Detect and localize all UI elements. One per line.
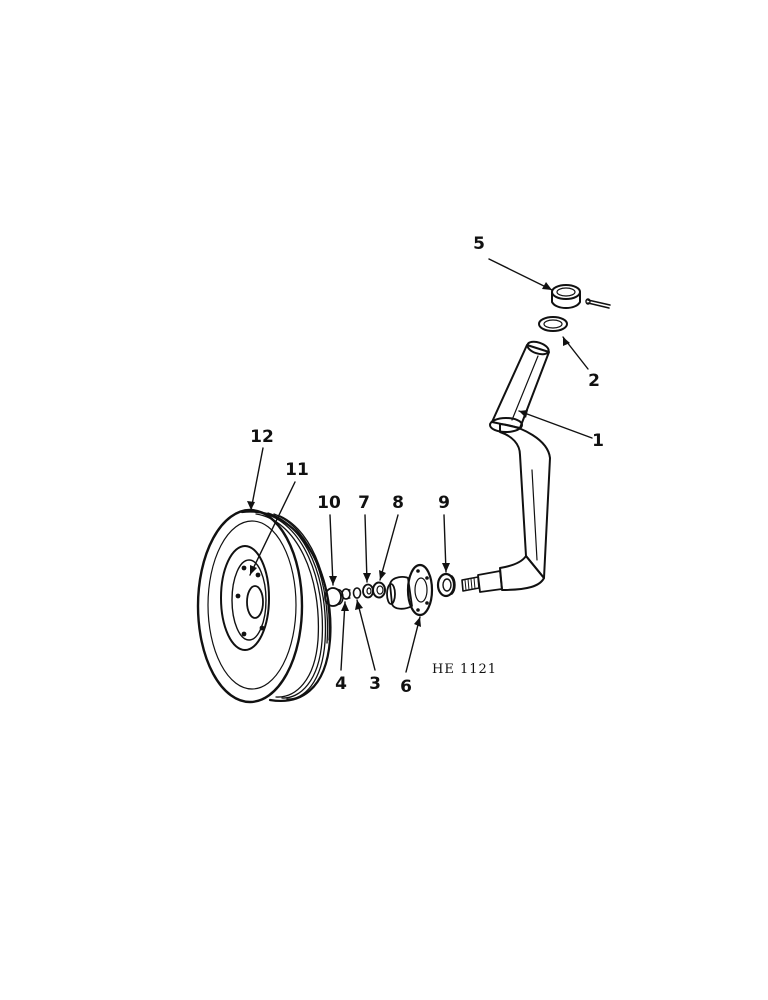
tire-tread — [255, 512, 330, 700]
wheel-center-hole — [246, 585, 264, 619]
callout-4: 4 — [335, 674, 347, 694]
bearing-cone-outer — [362, 583, 374, 599]
washer — [352, 587, 362, 599]
callout-2: 2 — [588, 371, 600, 391]
callout-5: 5 — [473, 234, 485, 254]
leader-arrowheads — [247, 282, 570, 627]
roll-pin — [585, 298, 611, 309]
callout-labels: 5 2 1 12 11 10 7 8 9 4 3 6 — [250, 234, 604, 697]
spindle-arm — [461, 340, 551, 593]
callout-11: 11 — [285, 460, 309, 480]
hub-flange — [406, 563, 434, 617]
callout-1: 1 — [592, 431, 604, 451]
seal — [436, 572, 456, 598]
wheel-bolt-holes — [235, 565, 265, 637]
locking-collar — [551, 284, 581, 309]
nut — [341, 588, 351, 600]
callout-9: 9 — [438, 493, 450, 513]
callout-7: 7 — [358, 493, 370, 513]
pivot-shaft — [491, 344, 550, 429]
callout-3: 3 — [369, 674, 381, 694]
bearing-cup-outer — [372, 581, 386, 599]
wheel-hub — [386, 563, 434, 617]
callout-6: 6 — [400, 677, 412, 697]
tire-inner-sidewall — [207, 520, 297, 690]
callout-12: 12 — [250, 427, 274, 447]
tire-back-edge — [240, 510, 332, 702]
thrust-washer — [538, 316, 568, 332]
tire-and-wheel — [196, 508, 332, 704]
wheel-rim — [220, 545, 270, 651]
spindle-leg — [499, 423, 551, 579]
wheel-disc — [231, 559, 267, 641]
spindle-thread — [461, 576, 480, 592]
drawing-reference-number: HE 1121 — [432, 662, 497, 677]
tire-sidewall — [196, 508, 304, 704]
callout-10: 10 — [317, 493, 341, 513]
callout-8: 8 — [392, 493, 404, 513]
